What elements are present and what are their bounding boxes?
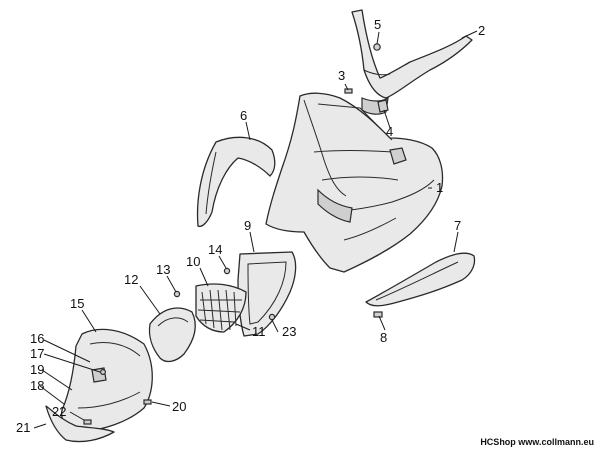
part-4-bracket bbox=[377, 99, 389, 113]
callout-10: 10 bbox=[186, 254, 200, 269]
callout-11: 11 bbox=[252, 324, 266, 339]
callout-13: 13 bbox=[156, 262, 170, 277]
part-8-clip bbox=[373, 311, 383, 318]
callout-3: 3 bbox=[338, 68, 345, 83]
callout-12: 12 bbox=[124, 272, 138, 287]
part-13-screw bbox=[173, 290, 181, 298]
part-1-front-shield bbox=[265, 92, 444, 273]
part-3-clip bbox=[344, 88, 353, 94]
callout-18: 18 bbox=[30, 378, 44, 393]
callout-17: 17 bbox=[30, 346, 44, 361]
callout-4: 4 bbox=[386, 124, 393, 139]
callout-22: 22 bbox=[52, 404, 66, 419]
callout-labels: 1 2 3 4 5 6 7 8 9 10 11 12 13 14 15 16 1… bbox=[16, 17, 485, 435]
part-15-lower-front bbox=[60, 328, 153, 433]
part-21-lower-lip bbox=[45, 405, 115, 443]
part-23-screw bbox=[268, 313, 276, 321]
callout-15: 15 bbox=[70, 296, 84, 311]
part-7-right-panel bbox=[365, 252, 476, 307]
callout-21: 21 bbox=[16, 420, 30, 435]
part-6-left-arch bbox=[196, 136, 276, 228]
part-5-screw bbox=[373, 43, 381, 51]
callout-9: 9 bbox=[244, 218, 251, 233]
callout-5: 5 bbox=[374, 17, 381, 32]
callout-16: 16 bbox=[30, 331, 44, 346]
callout-14: 14 bbox=[208, 242, 222, 257]
callout-2: 2 bbox=[478, 23, 485, 38]
part-10-grille bbox=[195, 283, 247, 333]
part-14-screw bbox=[223, 267, 231, 275]
callout-1: 1 bbox=[436, 180, 443, 195]
part-20-clip bbox=[143, 399, 152, 405]
callout-8: 8 bbox=[380, 330, 387, 345]
callout-6: 6 bbox=[240, 108, 247, 123]
part-12-lens bbox=[148, 307, 196, 363]
callout-7: 7 bbox=[454, 218, 461, 233]
leader-lines bbox=[33, 30, 478, 429]
callout-23: 23 bbox=[282, 324, 296, 339]
part-2-upper-cover bbox=[351, 9, 473, 115]
callout-20: 20 bbox=[172, 399, 186, 414]
part-22-clip bbox=[83, 419, 92, 425]
footer-credit: HCShop www.collmann.eu bbox=[480, 437, 594, 447]
callout-19: 19 bbox=[30, 362, 44, 377]
part-17-screw bbox=[99, 369, 106, 376]
